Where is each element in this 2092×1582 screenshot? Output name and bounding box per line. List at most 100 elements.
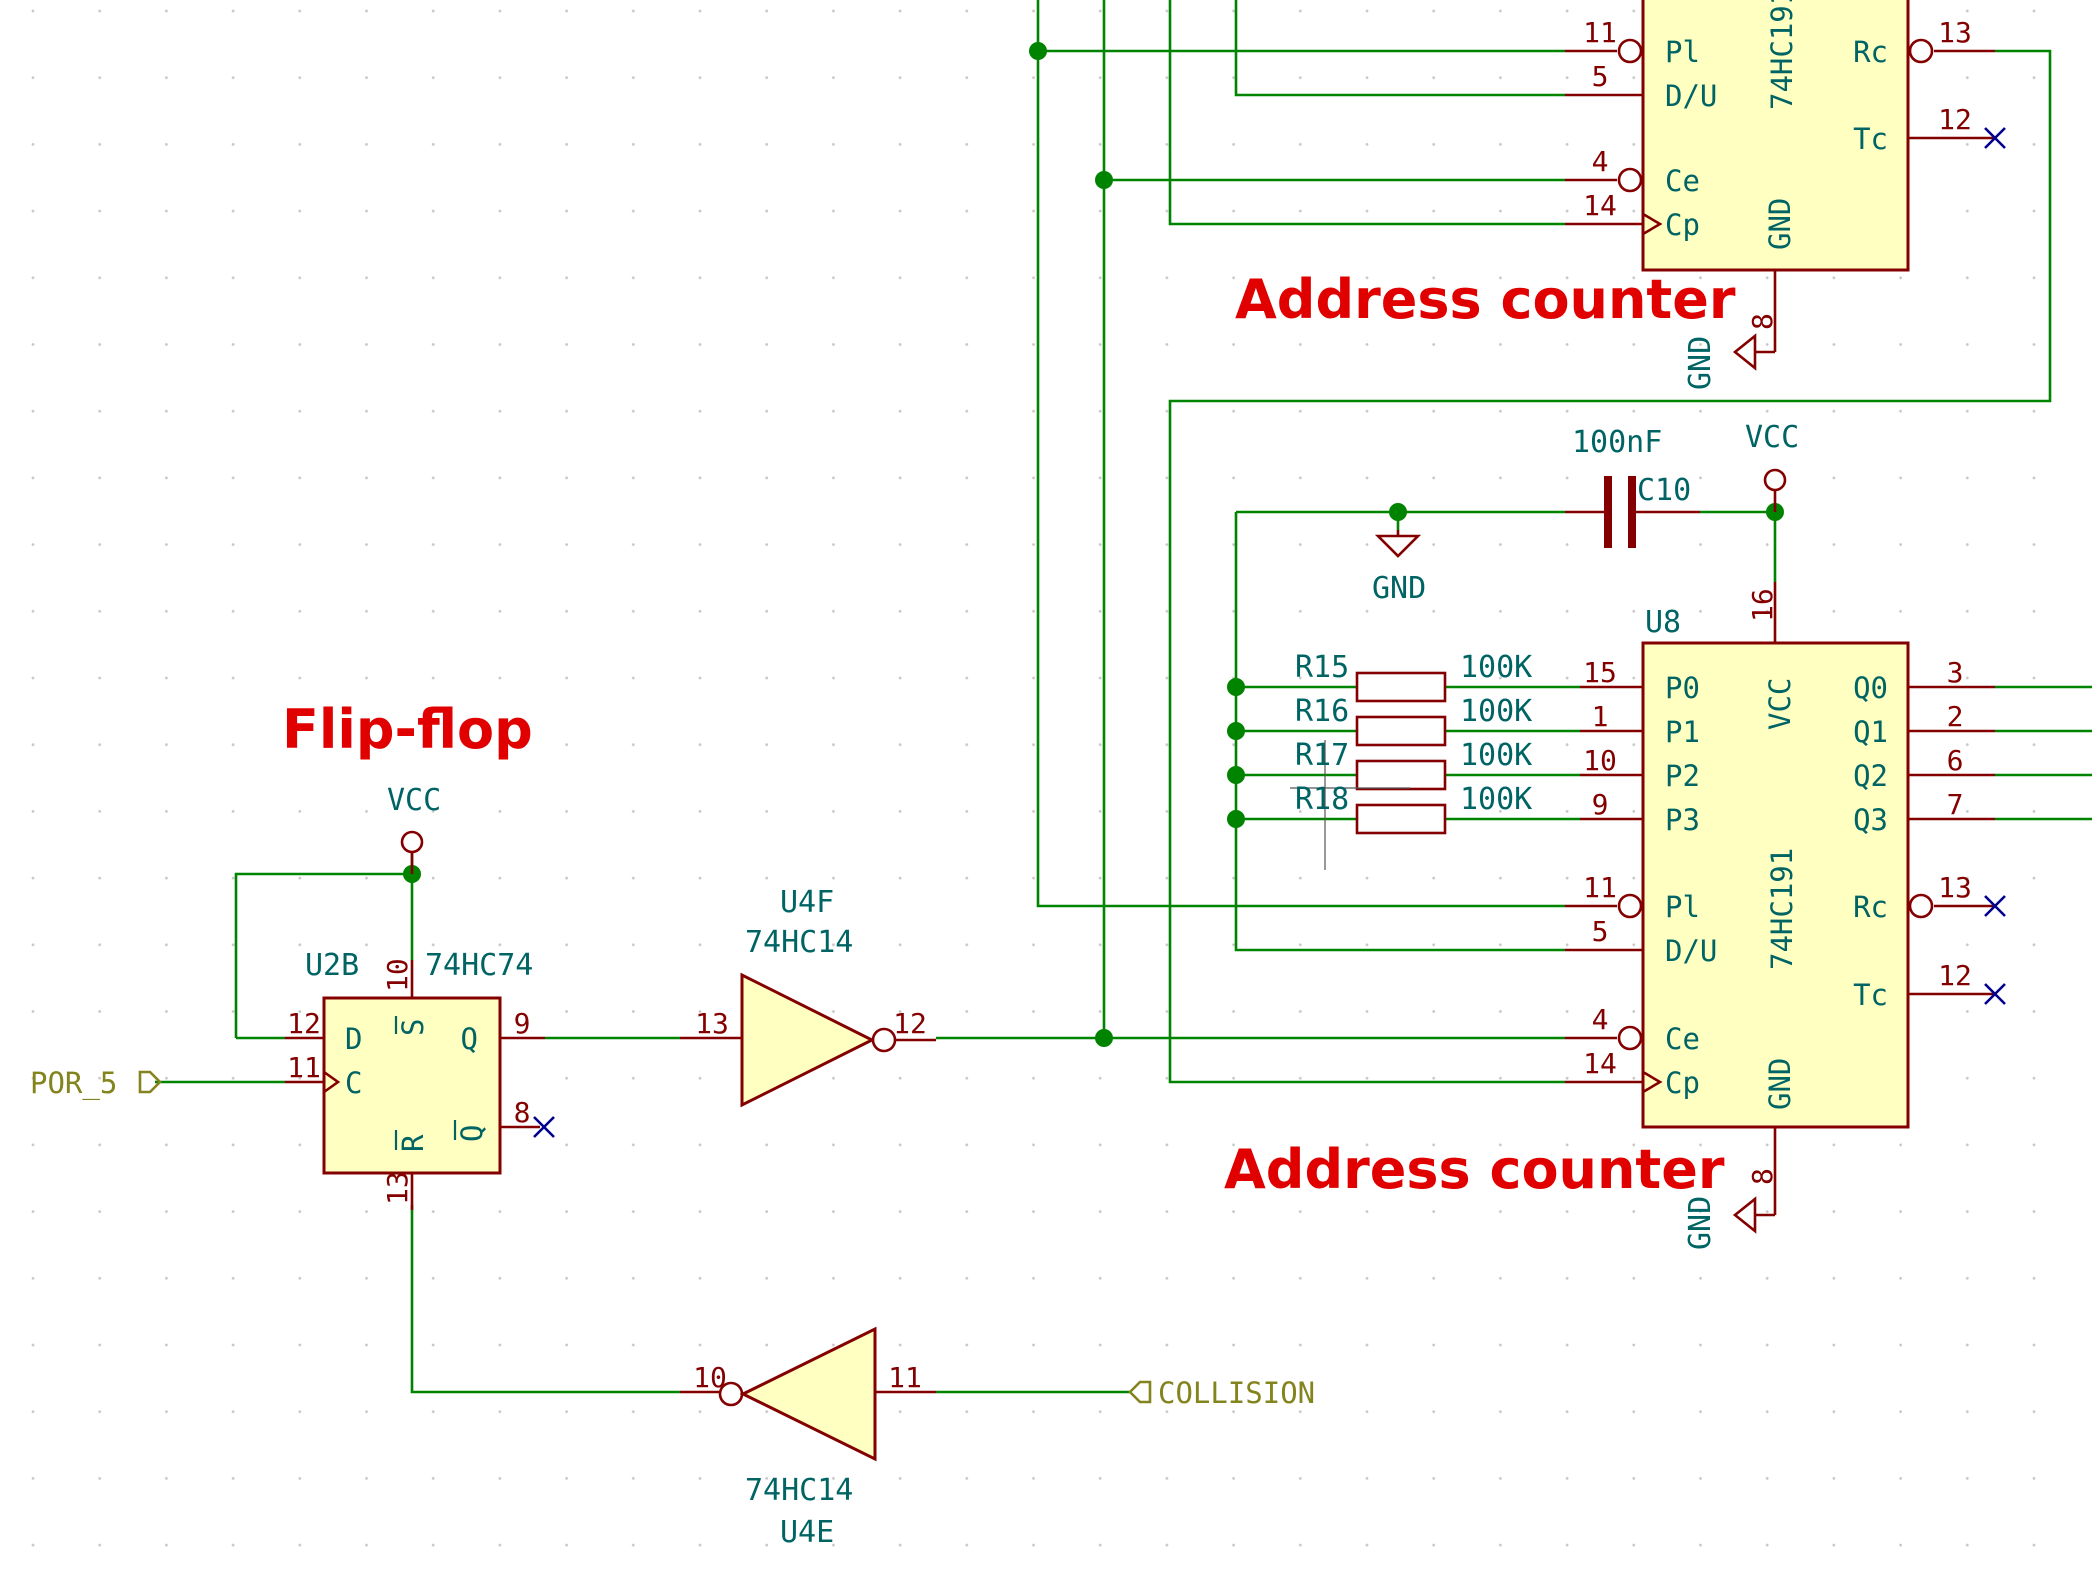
u8-pin-q0-name: Q0 [1853,671,1888,705]
top-pin-pl-num: 11 [1583,16,1617,49]
r18-ref: R18 [1295,782,1349,817]
gnd-bottom-label: GND [1683,1196,1718,1250]
u2b-ref: U2B [305,948,359,983]
u4f-pin-in-num: 13 [695,1007,729,1040]
junctions [403,42,1784,1047]
r17-ref: R17 [1295,738,1349,773]
u8-pin-p1-name: P1 [1665,715,1700,749]
u8-pin-ce-name: Ce [1665,1022,1700,1056]
u2b-pin-qi-num: 8 [514,1096,531,1129]
c10-value: 100nF [1572,425,1662,460]
u2b-pin-c-name: C [345,1066,362,1100]
vcc-cap-label: VCC [1745,420,1799,455]
u8-pin-p2-name: P2 [1665,759,1700,793]
gnd-symbol-icon [1374,530,1422,558]
u2b-pin-q-num: 9 [514,1007,531,1040]
u8-pin-q1-num: 2 [1947,700,1964,733]
counter-title-top: Address counter [1235,268,1736,331]
u8-pin-p2-num: 10 [1583,744,1617,777]
u8-pin-p3-name: P3 [1665,803,1700,837]
u8-ref: U8 [1645,605,1681,640]
top-pin-gnd-name: GND [1763,198,1797,250]
r15-value: 100K [1460,650,1532,685]
gnd-cap-label: GND [1372,571,1426,606]
u8-pin-q2-num: 6 [1947,744,1964,777]
u8-pin-p0-name: P0 [1665,671,1700,705]
r16-ref: R16 [1295,694,1349,729]
u8-pin-rc-name: Rc [1853,890,1888,924]
capacitor-c10[interactable] [1565,476,1700,548]
no-connect-icon [1984,127,2006,149]
u8-value: 74HC191 [1765,848,1799,970]
top-pin-tc-num: 12 [1938,103,1972,136]
u4e-ref: U4E [780,1515,834,1550]
gnd-symbol-icon [1732,1196,1775,1234]
u8-pin-q2-name: Q2 [1853,759,1888,793]
u8-pin-du-num: 5 [1592,915,1609,948]
u8-pin-rc-num: 13 [1938,871,1972,904]
u8-pin-du-name: D/U [1665,934,1717,968]
u2b-pin-qi-name: Q [455,1125,489,1142]
u8-pin-p0-num: 15 [1583,656,1617,689]
resistor-bank[interactable] [1290,671,1447,870]
top-pin-rc-name: Rc [1853,35,1888,69]
u8-pin-tc-num: 12 [1938,959,1972,992]
u2b-pin-d-num: 12 [287,1007,321,1040]
vcc-symbol-icon [1763,468,1787,512]
u2b-pin-d-name: D [345,1022,362,1056]
counter-title-bottom: Address counter [1224,1138,1725,1201]
top-pin-ce-name: Ce [1665,164,1700,198]
top-counter-ic[interactable] [1565,0,1995,352]
top-pin-pl-name: Pl [1665,35,1700,69]
u2b-pin-q-name: Q [461,1022,478,1056]
u4e-value: 74HC14 [745,1473,853,1508]
flipflop-title: Flip-flop [282,698,533,761]
no-connect-icon [1984,895,2006,1005]
u2b-pin-r-num: 13 [381,1171,414,1205]
u8-pin-q0-num: 3 [1947,656,1964,689]
u8-pin-gnd-num: 8 [1746,1168,1779,1185]
u2b-pin-c-num: 11 [287,1051,321,1084]
por-label-flag[interactable] [138,1070,162,1094]
collision-label: COLLISION [1158,1376,1315,1410]
r16-value: 100K [1460,694,1532,729]
no-connect-icon [533,1116,555,1138]
u8-pin-q1-name: Q1 [1853,715,1888,749]
u8-counter-ic[interactable] [1565,582,1995,1215]
u4e-pin-out-num: 10 [693,1361,727,1394]
wires [155,0,2092,1394]
u2b-flipflop-ic[interactable] [285,960,545,1210]
c10-ref: C10 [1637,473,1691,508]
u4f-inverter[interactable] [680,972,936,1108]
top-pin-du-num: 5 [1592,60,1609,93]
top-pin-cp-num: 14 [1583,189,1617,222]
u8-pin-gnd-name: GND [1763,1058,1797,1110]
top-ic-value: 74HC191 [1765,0,1799,110]
collision-label-flag[interactable] [1128,1380,1152,1404]
top-pin-tc-name: Tc [1853,122,1888,156]
r18-value: 100K [1460,782,1532,817]
u8-pin-tc-name: Tc [1853,978,1888,1012]
r17-value: 100K [1460,738,1532,773]
u8-pin-q3-name: Q3 [1853,803,1888,837]
u2b-pin-s-num: 10 [381,958,414,992]
u8-pin-p3-num: 9 [1592,788,1609,821]
u8-pin-vcc-num: 16 [1746,588,1779,622]
u8-pin-q3-num: 7 [1947,788,1964,821]
u4f-pin-out-num: 12 [893,1007,927,1040]
u4f-ref: U4F [780,885,834,920]
u2b-value: 74HC74 [425,948,533,983]
por-label: POR_5 [30,1066,117,1101]
vcc-symbol-icon [400,830,424,874]
u8-pin-cp-num: 14 [1583,1047,1617,1080]
gnd-top-label: GND [1683,336,1718,390]
u8-pin-ce-num: 4 [1592,1003,1609,1036]
u8-pin-pl-num: 11 [1583,871,1617,904]
top-pin-du-name: D/U [1665,79,1717,113]
u8-pin-vcc-name: VCC [1763,678,1797,730]
u4e-inverter[interactable] [680,1326,936,1462]
u4f-value: 74HC14 [745,925,853,960]
u2b-pin-s-name: S [396,1019,430,1036]
top-pin-rc-num: 13 [1938,16,1972,49]
